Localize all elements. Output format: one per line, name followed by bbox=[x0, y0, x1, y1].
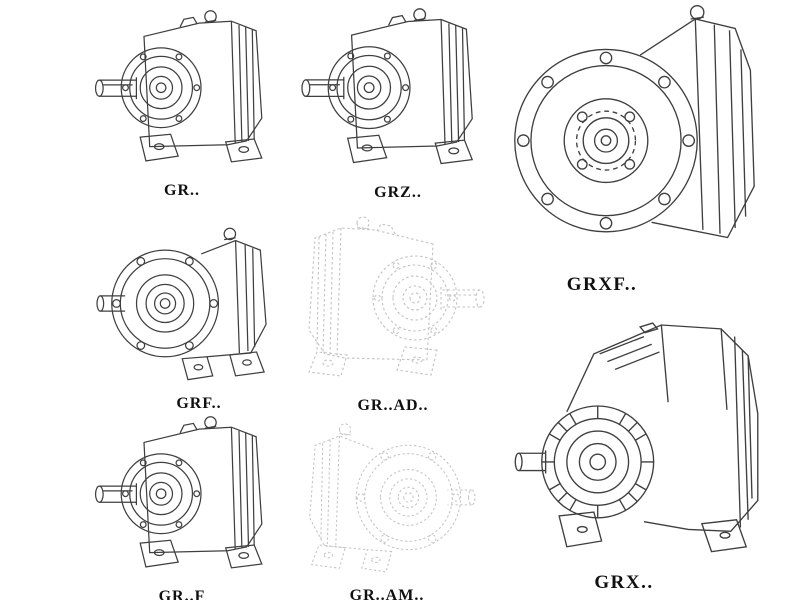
gr-drawing bbox=[87, 4, 277, 180]
gr-f-label: GR..F bbox=[158, 588, 206, 600]
gr-f-drawing bbox=[87, 410, 277, 586]
figure-grf: GRF.. bbox=[86, 212, 288, 413]
figure-grz: GRZ.. bbox=[292, 2, 488, 202]
grf-label: GRF.. bbox=[176, 395, 222, 412]
gr-am-label: GR..AM.. bbox=[349, 587, 425, 600]
figure-grxf: GRXF.. bbox=[492, 0, 796, 296]
figure-gr-ad: GR..AD.. bbox=[292, 210, 494, 415]
grz-drawing bbox=[293, 2, 488, 182]
grf-drawing bbox=[87, 212, 287, 393]
grxf-drawing bbox=[494, 0, 794, 266]
grx-drawing bbox=[499, 298, 789, 568]
gr-ad-label: GR..AD.. bbox=[357, 397, 429, 414]
grx-label: GRX.. bbox=[594, 572, 654, 593]
figure-gr-f: GR..F bbox=[86, 410, 278, 600]
gr-ad-drawing bbox=[293, 210, 493, 395]
grxf-label: GRXF.. bbox=[566, 274, 638, 295]
figure-gr: GR.. bbox=[86, 4, 278, 200]
figure-grx: GRX.. bbox=[494, 298, 794, 594]
gr-label: GR.. bbox=[164, 182, 200, 199]
figure-gr-am: GR..AM.. bbox=[288, 408, 486, 600]
grz-label: GRZ.. bbox=[374, 184, 422, 201]
gr-am-drawing bbox=[289, 408, 485, 585]
